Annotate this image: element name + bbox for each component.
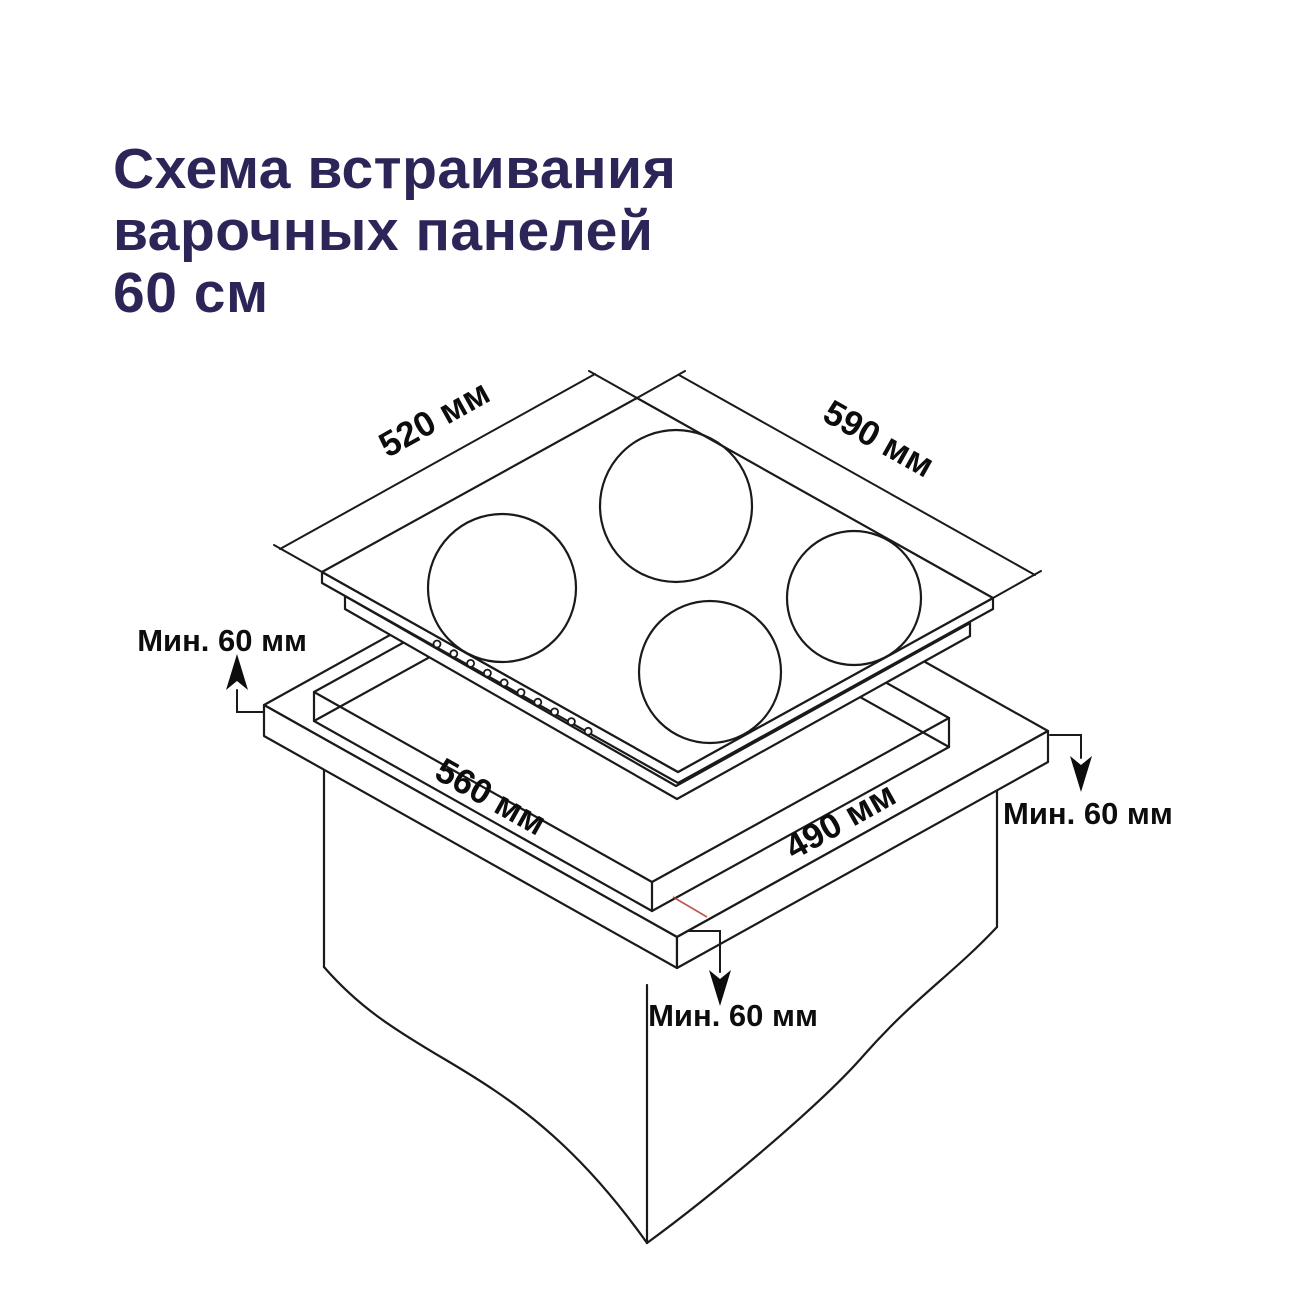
hob	[320, 396, 995, 801]
hob-nozzle-row	[432, 639, 593, 736]
nozzle-curl	[482, 668, 492, 678]
hob-width-label: 590 мм	[817, 393, 941, 486]
nozzle-curl	[567, 717, 576, 726]
clearance-bottom: Мин. 60 мм	[648, 930, 818, 1033]
dim-extension-left	[273, 544, 323, 573]
hob-depth-label: 520 мм	[373, 373, 497, 466]
clearance-left-label: Мин. 60 мм	[137, 623, 307, 658]
nozzle-curl	[533, 697, 543, 707]
dim-extension-right	[992, 570, 1042, 599]
nozzle-curl	[550, 707, 559, 717]
countertop-front-right-face	[675, 729, 1050, 970]
leader-left	[236, 689, 265, 713]
nozzle-curl	[499, 678, 509, 688]
arrow-down-icon	[709, 970, 731, 1006]
burner-back	[598, 428, 754, 584]
nozzle-curl	[516, 688, 526, 697]
burner-left	[426, 512, 578, 664]
dim-extension-top-right	[636, 370, 686, 399]
stray-red-line	[672, 896, 708, 918]
dim-line-520	[279, 373, 596, 550]
hob-body	[343, 594, 972, 801]
nozzle-curl	[466, 659, 476, 668]
title-line-3: 60 см	[113, 261, 269, 325]
title-line-1: Схема встраивания	[113, 137, 676, 201]
clearance-bottom-label: Мин. 60 мм	[648, 998, 818, 1033]
title-line-2: варочных панелей	[113, 199, 653, 263]
nozzle-curl	[583, 726, 593, 736]
arrow-down-icon	[1070, 756, 1092, 792]
page-title: Схема встраивания варочных панелей 60 см	[113, 137, 676, 325]
nozzle-curl	[449, 649, 459, 659]
leader-right	[1049, 734, 1082, 759]
cabinet	[322, 768, 999, 1245]
burner-right	[785, 529, 923, 667]
arrow-up-icon	[226, 654, 248, 690]
nozzle-curl	[432, 639, 442, 649]
cabinet-torn-edge-right	[645, 925, 999, 1245]
clearance-right: Мин. 60 мм	[1003, 734, 1173, 831]
cabinet-torn-edge-left	[322, 965, 649, 1245]
leader-bottom	[687, 930, 721, 973]
clearance-left: Мин. 60 мм	[137, 623, 307, 713]
dim-extension-top-left	[588, 370, 638, 399]
clearance-right-label: Мин. 60 мм	[1003, 796, 1173, 831]
burners	[426, 428, 923, 745]
dim-line-590	[678, 374, 1036, 576]
burner-front	[637, 599, 783, 745]
